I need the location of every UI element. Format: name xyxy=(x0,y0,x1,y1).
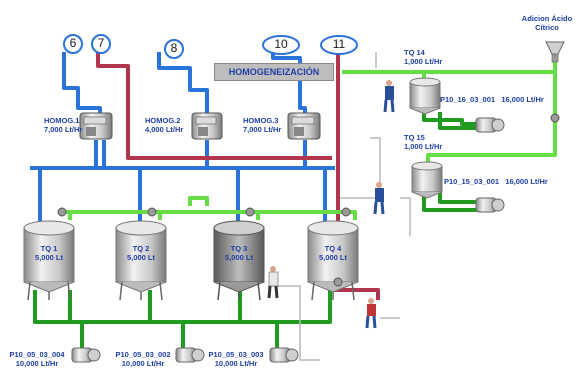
pump-004-label[interactable]: P10_05_03_004 10,000 Lt/Hr xyxy=(4,350,70,368)
pump-16-rate: 16,000 Lt/Hr xyxy=(501,95,544,104)
green-pipes xyxy=(60,62,557,220)
tank-4-label[interactable]: TQ 4 5,000 Lt xyxy=(311,244,355,262)
pump-003-rate: 10,000 Lt/Hr xyxy=(214,359,258,368)
tank-14-icon xyxy=(409,77,441,115)
valve-tq4-out-icon xyxy=(333,277,343,287)
pump-16-label[interactable]: P10_16_03_001 16,000 Lt/Hr xyxy=(440,95,544,104)
valve-tq1-icon xyxy=(57,207,67,217)
homog-2-name: HOMOG.2 xyxy=(145,116,181,125)
valve-tq3-icon xyxy=(245,207,255,217)
pump-004-icon xyxy=(71,347,101,363)
tank-1-icon xyxy=(23,220,75,301)
line-11-number: 11 xyxy=(332,37,346,51)
tank-15-name: TQ 15 xyxy=(404,133,425,142)
homogenizer-3-icon xyxy=(287,112,321,140)
tank-15-label[interactable]: TQ 15 1,000 Lt/Hr xyxy=(404,133,442,151)
tank-1-volume: 5,000 Lt xyxy=(35,253,63,262)
pump-002-label[interactable]: P10_05_03_002 10,000 Lt/Hr xyxy=(110,350,176,368)
homogenizer-2-icon xyxy=(191,112,223,140)
tank-2-volume: 5,000 Lt xyxy=(127,253,155,262)
homog-1-name: HOMOG.1 xyxy=(44,116,80,125)
citric-label-line1: Adicion Ácido xyxy=(521,14,573,23)
dark-green-pipes xyxy=(33,104,478,350)
operator-4-icon xyxy=(365,298,377,329)
pump-004-rate: 10,000 Lt/Hr xyxy=(15,359,59,368)
pump-002-rate: 10,000 Lt/Hr xyxy=(121,359,165,368)
operator-3-icon xyxy=(267,266,279,299)
operator-2-icon xyxy=(373,182,385,215)
line-6-circle xyxy=(63,34,83,54)
valve-right-icon xyxy=(550,113,560,123)
pump-16-code: P10_16_03_001 xyxy=(440,95,496,104)
tank-2-icon xyxy=(115,220,167,301)
homogenizer-1-icon xyxy=(79,112,113,140)
homog-3-name: HOMOG.3 xyxy=(243,116,279,125)
homog-1-label[interactable]: HOMOG.1 7,000 Lt/Hr xyxy=(44,116,82,134)
pump-15-icon xyxy=(475,197,505,213)
tank-3-icon xyxy=(213,220,265,301)
homogenizacion-title: HOMOGENEIZACIÓN xyxy=(214,63,334,81)
tank-15-icon xyxy=(411,161,443,199)
pump-002-icon xyxy=(175,347,205,363)
valves xyxy=(57,113,560,287)
tank-14-name: TQ 14 xyxy=(404,48,425,57)
pump-003-icon xyxy=(269,347,299,363)
homog-3-rate: 7,000 Lt/Hr xyxy=(243,125,282,134)
valve-tq2-icon xyxy=(147,207,157,217)
line-markers xyxy=(63,34,358,59)
line-6-number: 6 xyxy=(69,36,77,50)
tank-2-name: TQ 2 xyxy=(132,244,150,253)
pump-003-label[interactable]: P10_05_03_003 10,000 Lt/Hr xyxy=(203,350,269,368)
pump-16-icon xyxy=(475,117,505,133)
citric-label: Adicion Ácido Cítrico xyxy=(514,14,580,32)
citric-hopper-icon xyxy=(545,41,565,63)
pump-002-code: P10_05_03_002 xyxy=(115,350,171,359)
pump-003-code: P10_05_03_003 xyxy=(208,350,264,359)
citric-label-line2: Cítrico xyxy=(535,23,559,32)
line-7-circle xyxy=(91,34,111,54)
tank-3-name: TQ 3 xyxy=(230,244,248,253)
pump-004-code: P10_05_03_004 xyxy=(9,350,65,359)
valve-tq4-icon xyxy=(341,207,351,217)
tank-4-name: TQ 4 xyxy=(324,244,342,253)
homog-2-rate: 4,000 Lt/Hr xyxy=(145,125,184,134)
tank-14-volume: 1,000 Lt/Hr xyxy=(404,57,443,66)
line-8-number: 8 xyxy=(170,41,178,55)
tank-14-label[interactable]: TQ 14 1,000 Lt/Hr xyxy=(404,48,442,66)
tank-1-label[interactable]: TQ 1 5,000 Lt xyxy=(27,244,71,262)
tank-3-label[interactable]: TQ 3 5,000 Lt xyxy=(217,244,261,262)
line-11-circle xyxy=(320,35,358,55)
tank-4-volume: 5,000 Lt xyxy=(319,253,347,262)
line-10-number: 10 xyxy=(274,37,288,51)
line-7-number: 7 xyxy=(97,36,105,50)
tank-2-label[interactable]: TQ 2 5,000 Lt xyxy=(119,244,163,262)
pump-15-label[interactable]: P10_15_03_001 16,000 Lt/Hr xyxy=(444,177,548,186)
tank-4-icon xyxy=(307,220,359,301)
pump-15-code: P10_15_03_001 xyxy=(444,177,500,186)
homog-1-rate: 7,000 Lt/Hr xyxy=(44,125,83,134)
pump-15-rate: 16,000 Lt/Hr xyxy=(505,177,548,186)
tank-3-volume: 5,000 Lt xyxy=(225,253,253,262)
homog-3-label[interactable]: HOMOG.3 7,000 Lt/Hr xyxy=(243,116,281,134)
operator-1-icon xyxy=(383,80,395,113)
tank-1-name: TQ 1 xyxy=(40,244,58,253)
line-10-circle xyxy=(262,35,300,55)
homog-2-label[interactable]: HOMOG.2 4,000 Lt/Hr xyxy=(145,116,183,134)
signal-lines xyxy=(268,52,411,361)
line-8-circle xyxy=(164,39,184,59)
tank-15-volume: 1,000 Lt/Hr xyxy=(404,142,443,151)
